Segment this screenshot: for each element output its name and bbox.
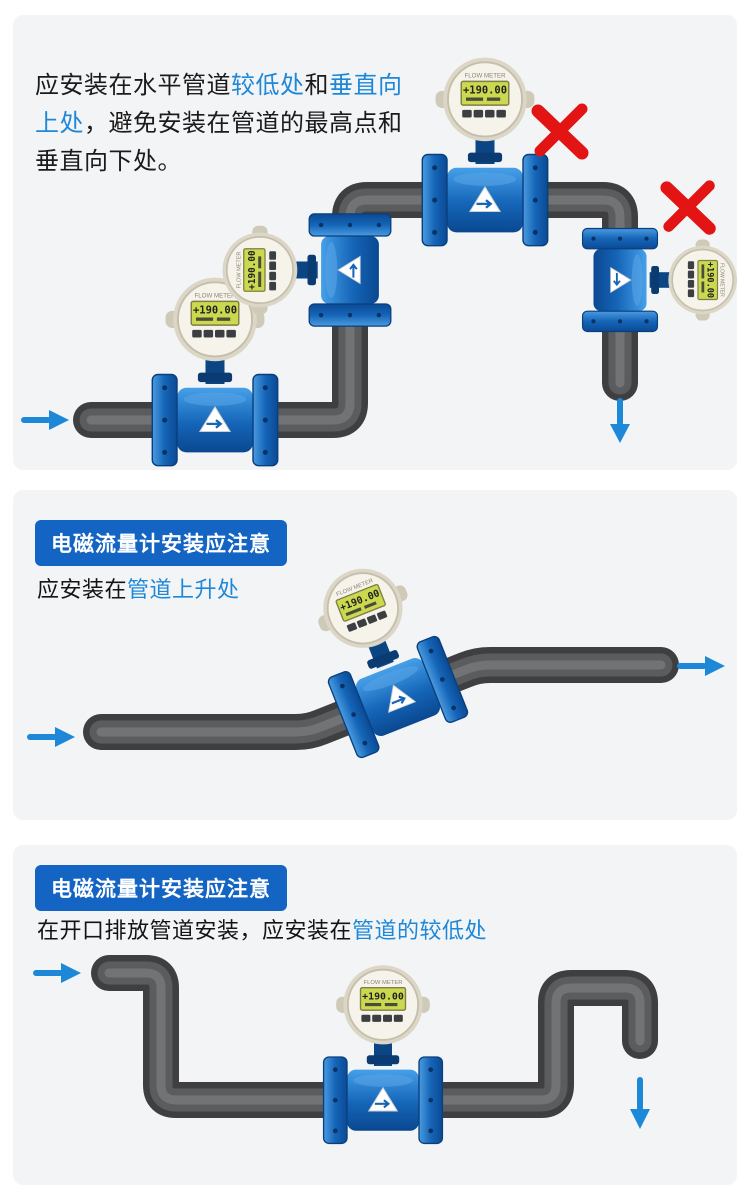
panel1-instruction-text: 应安装在水平管道较低处和垂直向 上处，避免安装在管道的最高点和 垂直向下处。 xyxy=(35,67,403,181)
flow-arrow-in-icon xyxy=(21,410,69,430)
text-segment: 应安装在水平管道 xyxy=(35,72,231,99)
instruction-line-1: 应安装在水平管道较低处和垂直向 xyxy=(35,67,403,105)
text-segment: 垂直向下处。 xyxy=(35,148,182,175)
panel-horizontal-install: 应安装在水平管道较低处和垂直向 上处，避免安装在管道的最高点和 垂直向下处。 xyxy=(13,15,737,470)
flowmeter-at-low-section xyxy=(322,964,444,1145)
text-segment-highlight: 管道的较低处 xyxy=(352,918,488,943)
text-segment: 应安装在 xyxy=(37,577,128,602)
flow-arrow-in-icon xyxy=(33,963,81,983)
error-cross-vertical-down xyxy=(667,186,710,229)
text-segment-highlight: 垂直向 xyxy=(329,72,403,99)
text-segment: 在开口排放管道安装，应安装在 xyxy=(37,918,353,943)
flow-arrow-discharge-down-icon xyxy=(630,1077,650,1129)
flowmeter-wrong-vertical-down xyxy=(581,227,737,333)
text-segment: ，避免安装在管道的最高点和 xyxy=(84,110,403,137)
notice-badge: 电磁流量计安装应注意 xyxy=(35,865,287,911)
text-segment: 和 xyxy=(304,72,329,99)
text-segment-highlight: 较低处 xyxy=(231,72,305,99)
diagram-horizontal-install xyxy=(21,56,737,467)
instruction-line-3: 垂直向下处。 xyxy=(35,143,403,181)
panel2-caption: 应安装在管道上升处 xyxy=(37,572,240,604)
panel3-caption: 在开口排放管道安装，应安装在管道的较低处 xyxy=(37,913,487,945)
panel-rising-pipe-install: 电磁流量计安装应注意 应安装在管道上升处 xyxy=(13,490,737,820)
flow-arrow-out-icon xyxy=(677,656,725,676)
diagram-rising-pipe xyxy=(27,548,725,761)
text-segment-highlight: 管道上升处 xyxy=(127,577,240,602)
flowmeter-wrong-high-point xyxy=(421,56,549,247)
panel-open-discharge-install: 电磁流量计安装应注意 在开口排放管道安装，应安装在管道的较低处 xyxy=(13,845,737,1185)
instruction-line-2: 上处，避免安装在管道的最高点和 xyxy=(35,105,403,143)
diagram-open-discharge xyxy=(33,845,737,1145)
text-segment-highlight: 上处 xyxy=(35,110,84,137)
error-cross-high-point xyxy=(538,109,582,153)
notice-badge: 电磁流量计安装应注意 xyxy=(35,520,287,566)
flow-arrow-out-down-icon xyxy=(610,398,630,443)
flow-arrow-in-icon xyxy=(27,727,75,747)
